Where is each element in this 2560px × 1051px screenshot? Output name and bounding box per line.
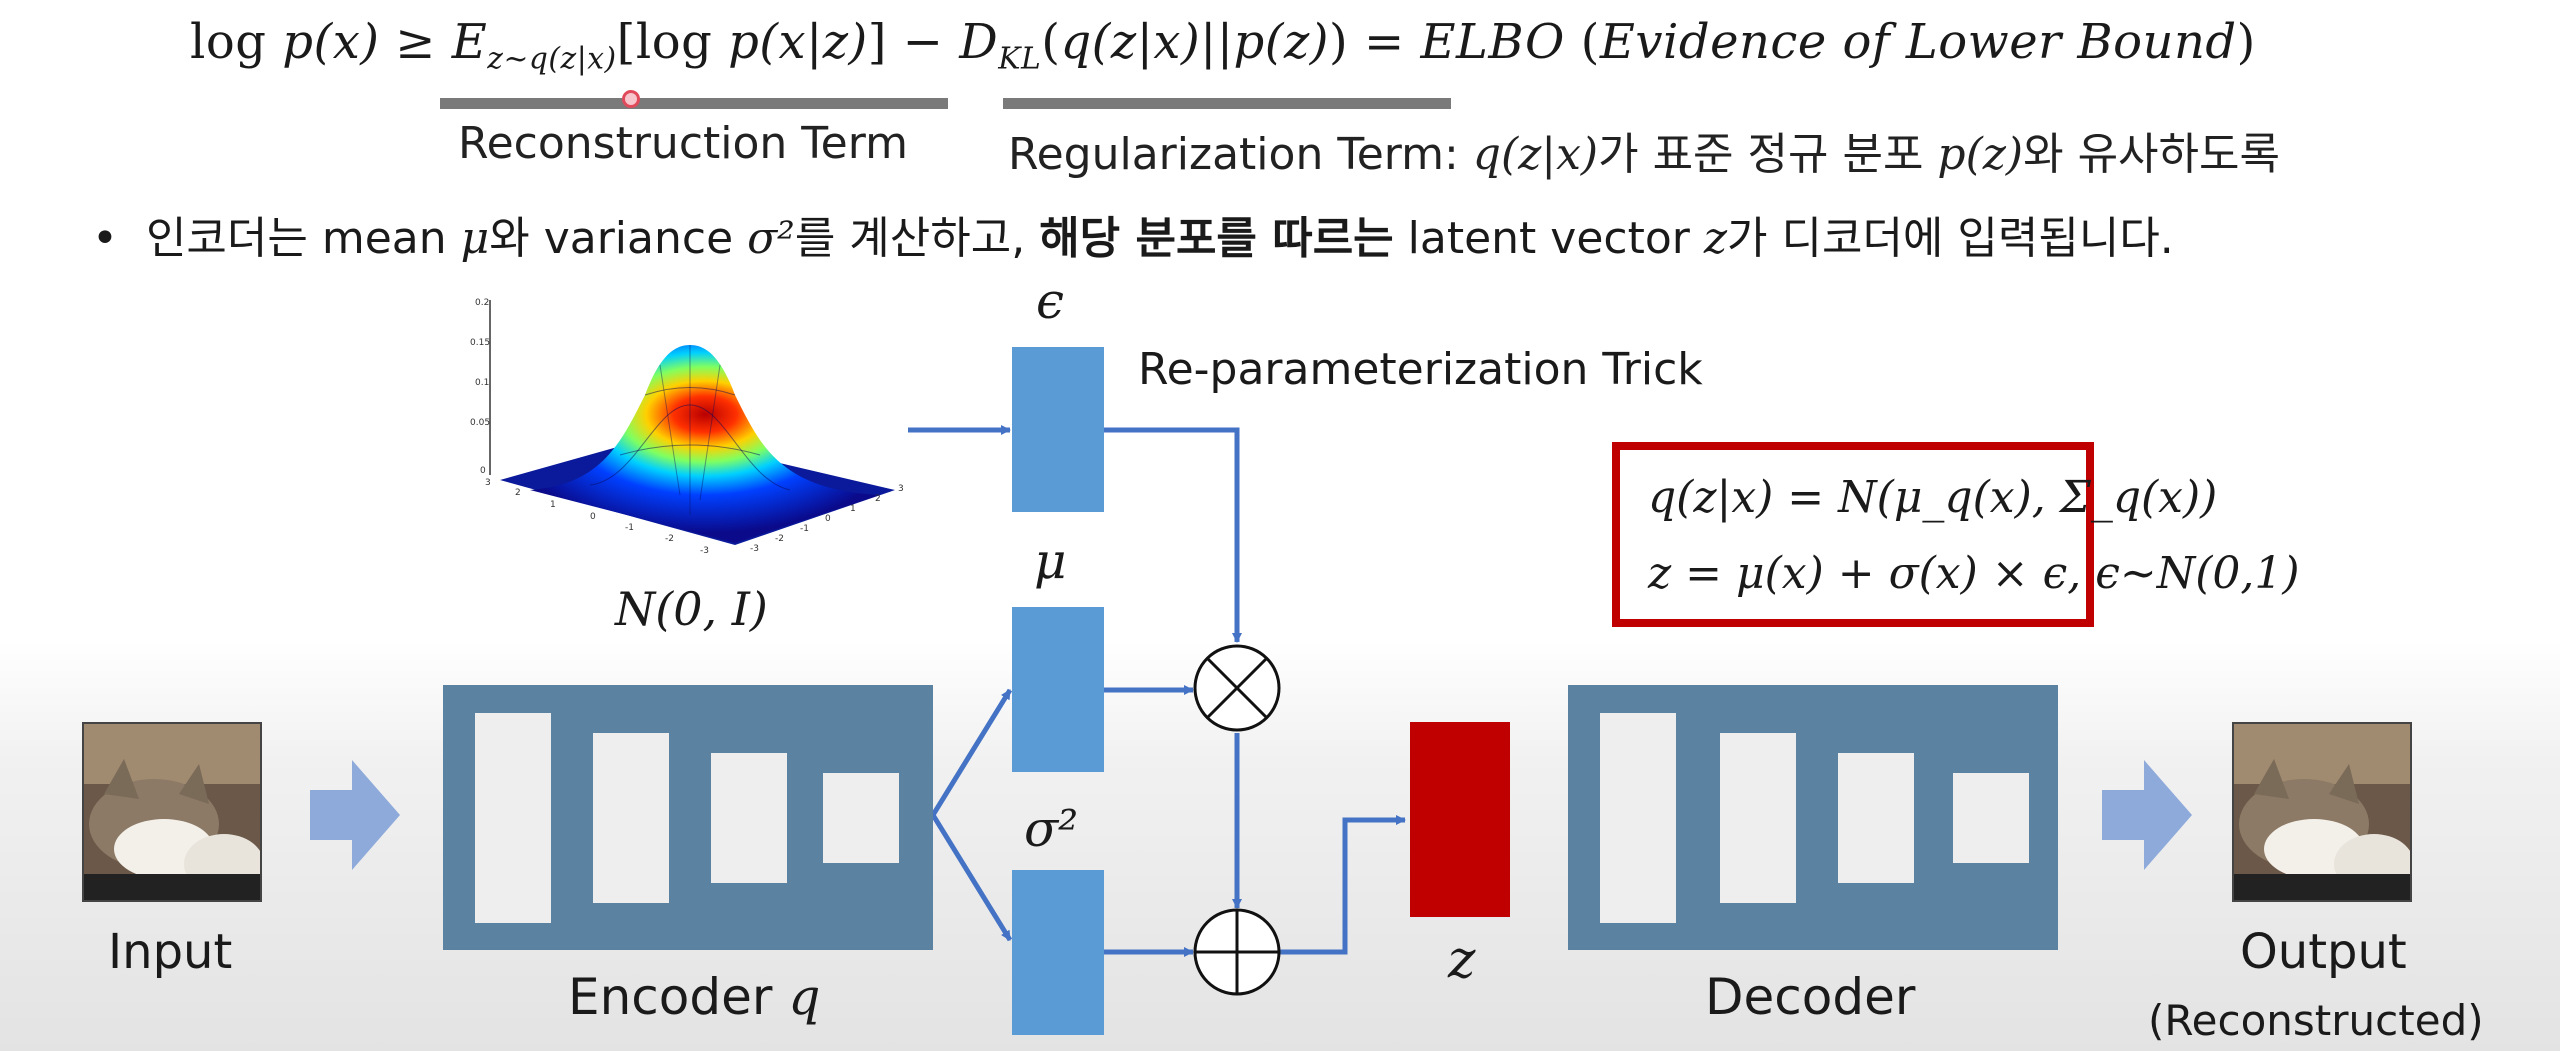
encoder-layer-1 (475, 713, 551, 923)
input-label: Input (108, 924, 233, 980)
cat-icon (2234, 724, 2410, 900)
y-tick: 1 (850, 504, 856, 514)
mu-label: μ (1034, 532, 1067, 590)
z-tick: 0.2 (475, 298, 489, 308)
sigma2-label: σ² (1024, 800, 1079, 858)
decoder-layer-2 (1720, 733, 1796, 903)
encoder-layer-2 (593, 733, 669, 903)
output-label: Output (2240, 924, 2407, 980)
z-tick: 0.1 (475, 378, 489, 388)
latent-z-vector (1410, 722, 1510, 917)
reconstruction-term-label: Reconstruction Term (458, 118, 908, 169)
cursor-dot (622, 90, 640, 108)
x-tick: -2 (665, 534, 674, 544)
epsilon-label: ϵ (1036, 272, 1065, 330)
regularization-term-label: Regularization Term: q(z|x)가 표준 정규 분포 p(… (1008, 129, 2280, 180)
reparameterization-formula-box: q(z|x) = N(μ_q(x), Σ_q(x)) z = μ(x) + σ(… (1612, 442, 2300, 627)
plus-to-z-arrow (1279, 815, 1406, 955)
cat-icon (84, 724, 260, 900)
decoder-layer-4 (1953, 773, 2029, 863)
x-tick: -1 (625, 523, 634, 533)
mu-vector (1012, 607, 1104, 772)
encoder-layer-3 (711, 753, 787, 883)
epsilon-vector (1012, 347, 1104, 512)
elbo-formula: log p(x) ≥ Ez~q(z|x)[log p(x|z)] − DKL(q… (190, 14, 2256, 77)
y-tick: 3 (898, 484, 904, 494)
gaussian-surface-plot: 0.2 0.15 0.1 0.05 0 3 2 1 0 -1 -2 -3 -3 … (470, 298, 904, 556)
formula-box-line-1: q(z|x) = N(μ_q(x), Σ_q(x)) (1648, 472, 2218, 523)
y-tick: -3 (750, 544, 759, 554)
formula-box-line-2: z = μ(x) + σ(x) × ϵ, ϵ~N(0,1) (1648, 548, 2300, 599)
epsilon-to-multiply-arrow (1103, 427, 1242, 643)
encoder-label: Encoder q (568, 968, 821, 1026)
decoder-layer-1 (1600, 713, 1676, 923)
encoder-layer-4 (823, 773, 899, 863)
multiply-operator-icon (1193, 644, 1281, 732)
x-tick: 3 (485, 478, 491, 488)
regularization-underline (1003, 98, 1451, 109)
z-tick: 0 (480, 466, 486, 476)
x-tick: 0 (590, 512, 596, 522)
input-cat-image (82, 722, 262, 902)
explanation-bullet: •인코더는 mean μ와 variance σ²를 계산하고, 해당 분포를 … (92, 213, 2174, 264)
y-tick: -2 (775, 534, 784, 544)
gaussian-caption: N(0, I) (615, 582, 768, 636)
x-tick: 1 (550, 500, 556, 510)
decoder-block (1568, 685, 2058, 950)
y-tick: -1 (800, 524, 809, 534)
reconstruction-underline (440, 98, 948, 109)
encoder-to-sigma-arrow (930, 813, 1013, 942)
z-label: z (1448, 930, 1476, 990)
z-tick: 0.05 (470, 418, 490, 428)
x-tick: -3 (700, 546, 709, 556)
decoder-label: Decoder (1705, 968, 1916, 1026)
encoder-to-mu-arrow (930, 688, 1013, 817)
encoder-block (443, 685, 933, 950)
z-tick: 0.15 (470, 338, 490, 348)
y-tick: 0 (825, 514, 831, 524)
output-arrow (2102, 760, 2192, 870)
output-cat-image (2232, 722, 2412, 902)
plus-operator-icon (1193, 908, 1281, 996)
x-tick: 2 (515, 488, 521, 498)
reparameterization-label: Re-parameterization Trick (1138, 344, 1703, 395)
sigma2-vector (1012, 870, 1104, 1035)
output-sub-label: (Reconstructed) (2148, 996, 2484, 1045)
input-arrow (310, 760, 400, 870)
y-tick: 2 (875, 494, 881, 504)
decoder-layer-3 (1838, 753, 1914, 883)
